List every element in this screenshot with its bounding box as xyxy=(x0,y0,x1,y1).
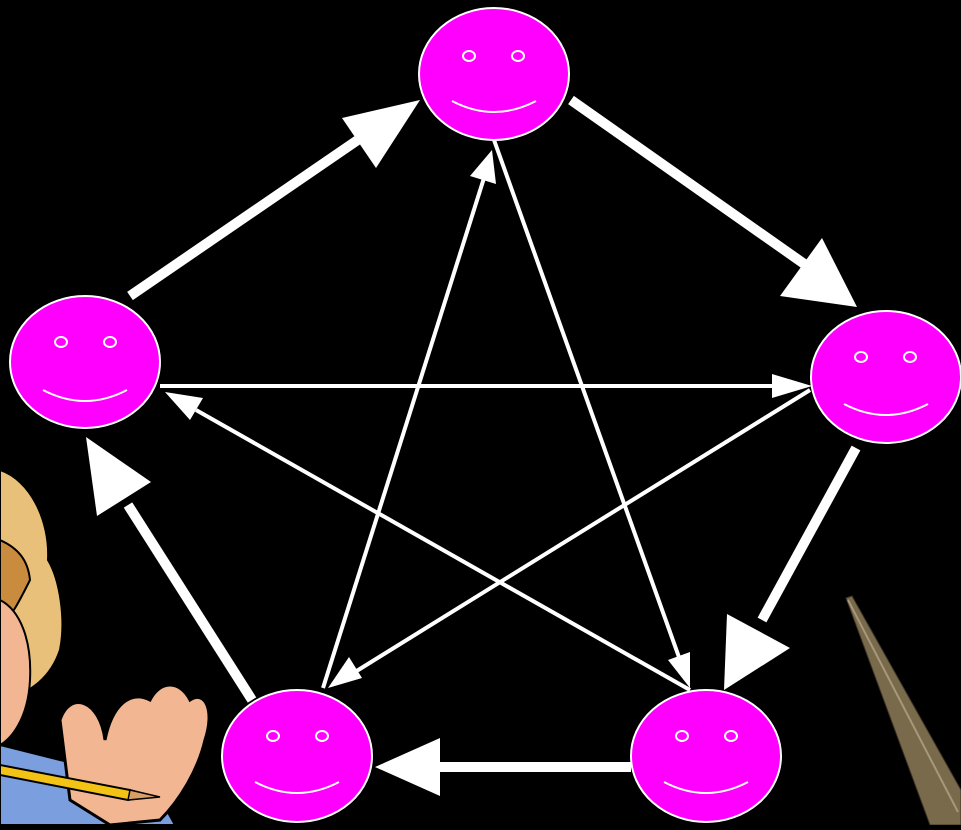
edge-bottom-right-to-left xyxy=(165,392,690,690)
node-bottom-left xyxy=(222,690,372,822)
node-right xyxy=(811,311,961,443)
edge-right-to-bottom-right xyxy=(724,448,856,690)
cartoon-person-with-pencil-image xyxy=(0,470,209,825)
edge-bottom-right-to-bottom-left xyxy=(375,738,631,796)
outer-cycle-edges xyxy=(86,100,857,796)
edge-left-to-right xyxy=(160,374,812,398)
edge-bottom-left-to-top xyxy=(323,150,496,688)
edge-top-to-right xyxy=(571,100,857,307)
pointer-stick-image xyxy=(846,596,961,825)
node-bottom-right xyxy=(631,690,781,822)
edge-left-to-top xyxy=(130,100,420,296)
edge-bottom-left-to-left xyxy=(86,437,252,700)
inner-star-edges xyxy=(160,140,812,690)
node-top xyxy=(419,8,569,140)
node-left xyxy=(10,296,160,428)
edge-top-to-bottom-right xyxy=(494,140,690,688)
